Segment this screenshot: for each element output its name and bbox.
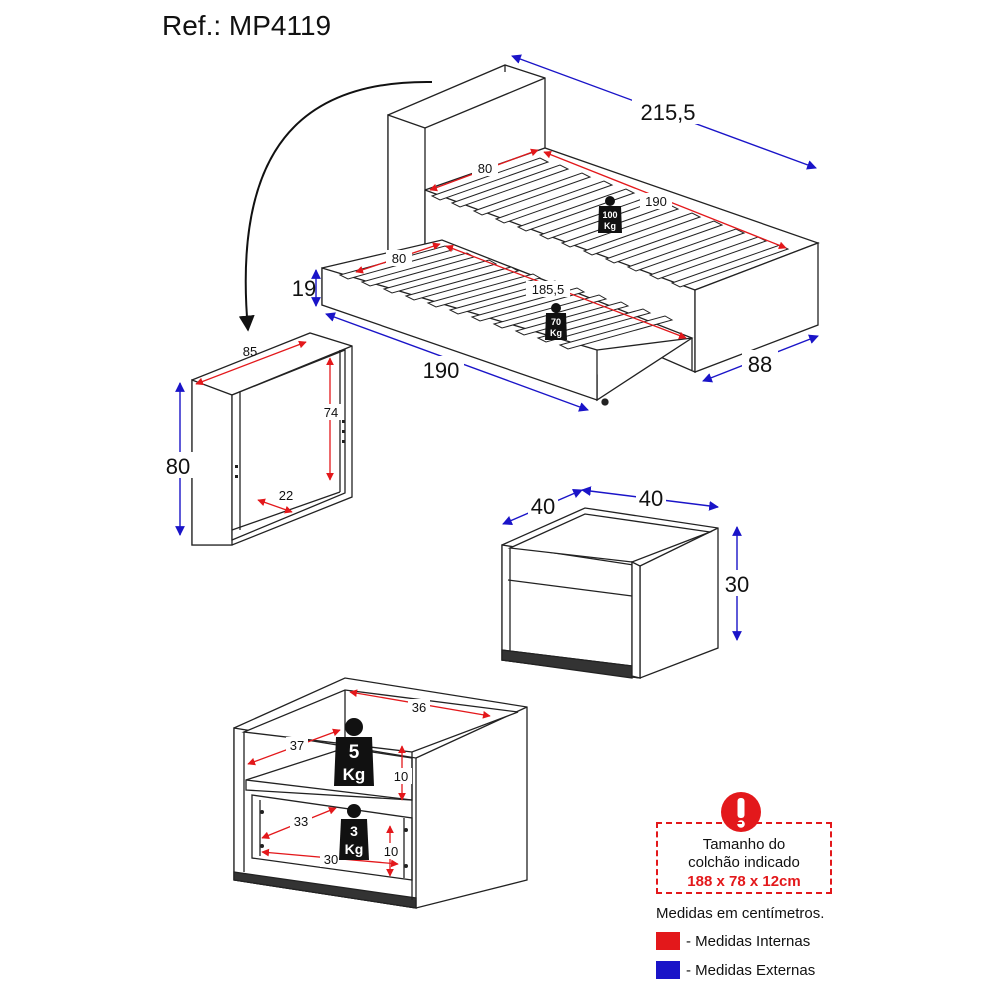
svg-text:100: 100 bbox=[602, 210, 617, 220]
legend-external-label: - Medidas Externas bbox=[686, 961, 816, 979]
legend-external-swatch bbox=[656, 961, 680, 979]
headboard-height-label: 80 bbox=[166, 454, 190, 479]
bed-length-label: 215,5 bbox=[640, 100, 695, 125]
svg-text:70: 70 bbox=[551, 317, 561, 327]
legend-internal-swatch bbox=[656, 932, 680, 950]
inner-depth-label: 37 bbox=[290, 738, 304, 753]
trundle-slat-width-label: 80 bbox=[392, 251, 406, 266]
notice-line-1: Tamanho do bbox=[702, 836, 786, 853]
bed-height-label: 19 bbox=[292, 276, 316, 301]
shelf-height-label: 10 bbox=[394, 769, 408, 784]
legend-external: - Medidas Externas bbox=[656, 960, 815, 980]
drawer-depth-label: 33 bbox=[294, 814, 308, 829]
bed-width-label: 88 bbox=[748, 352, 772, 377]
headboard-depth-label: 22 bbox=[279, 488, 293, 503]
bed-slat-length-label: 190 bbox=[645, 194, 667, 209]
nightstand-top-weight-icon: 5 Kg bbox=[334, 718, 374, 786]
legend-internal: - Medidas Internas bbox=[656, 931, 810, 951]
inner-width-label: 36 bbox=[412, 700, 426, 715]
nightstand-outer-drawing bbox=[501, 507, 719, 679]
nightstand-inner-drawing bbox=[233, 677, 528, 909]
headboard-inner-height-label: 74 bbox=[324, 405, 338, 420]
notice-mattress-size: 188 x 78 x 12cm bbox=[687, 873, 801, 890]
drawer-width-label: 30 bbox=[324, 852, 338, 867]
svg-text:5: 5 bbox=[349, 742, 360, 763]
trundle-slat-length-label: 185,5 bbox=[532, 282, 565, 297]
legend-internal-label: - Medidas Internas bbox=[686, 932, 811, 950]
bed-slat-width-label: 80 bbox=[478, 161, 492, 176]
bed-headboard-side bbox=[387, 114, 426, 256]
svg-text:Kg: Kg bbox=[550, 328, 562, 338]
headboard-detail-drawing bbox=[191, 332, 353, 546]
svg-text:Kg: Kg bbox=[345, 841, 364, 857]
headboard-width-label: 85 bbox=[243, 344, 257, 359]
nightstand-height-label: 30 bbox=[725, 572, 749, 597]
svg-text:3: 3 bbox=[350, 823, 358, 839]
trundle-length-label: 190 bbox=[423, 358, 460, 383]
svg-text:Kg: Kg bbox=[604, 221, 616, 231]
trundle-weight-icon: 70 Kg bbox=[545, 303, 567, 340]
units-note: Medidas em centímetros. bbox=[656, 905, 825, 922]
notice-line-2: colchão indicado bbox=[688, 854, 800, 871]
nightstand-drawer-weight-icon: 3 Kg bbox=[339, 804, 369, 860]
reference-title: Ref.: MP4119 bbox=[162, 10, 332, 41]
detail-pointer-arrow bbox=[238, 80, 433, 332]
nightstand-width-label: 40 bbox=[639, 486, 663, 511]
nightstand-depth-label: 40 bbox=[531, 494, 555, 519]
mattress-notice-box: Tamanho do colchão indicado 188 x 78 x 1… bbox=[656, 822, 832, 894]
drawer-height-label: 10 bbox=[384, 844, 398, 859]
bed-weight-icon: 100 Kg bbox=[598, 196, 622, 233]
svg-text:Kg: Kg bbox=[343, 765, 366, 784]
